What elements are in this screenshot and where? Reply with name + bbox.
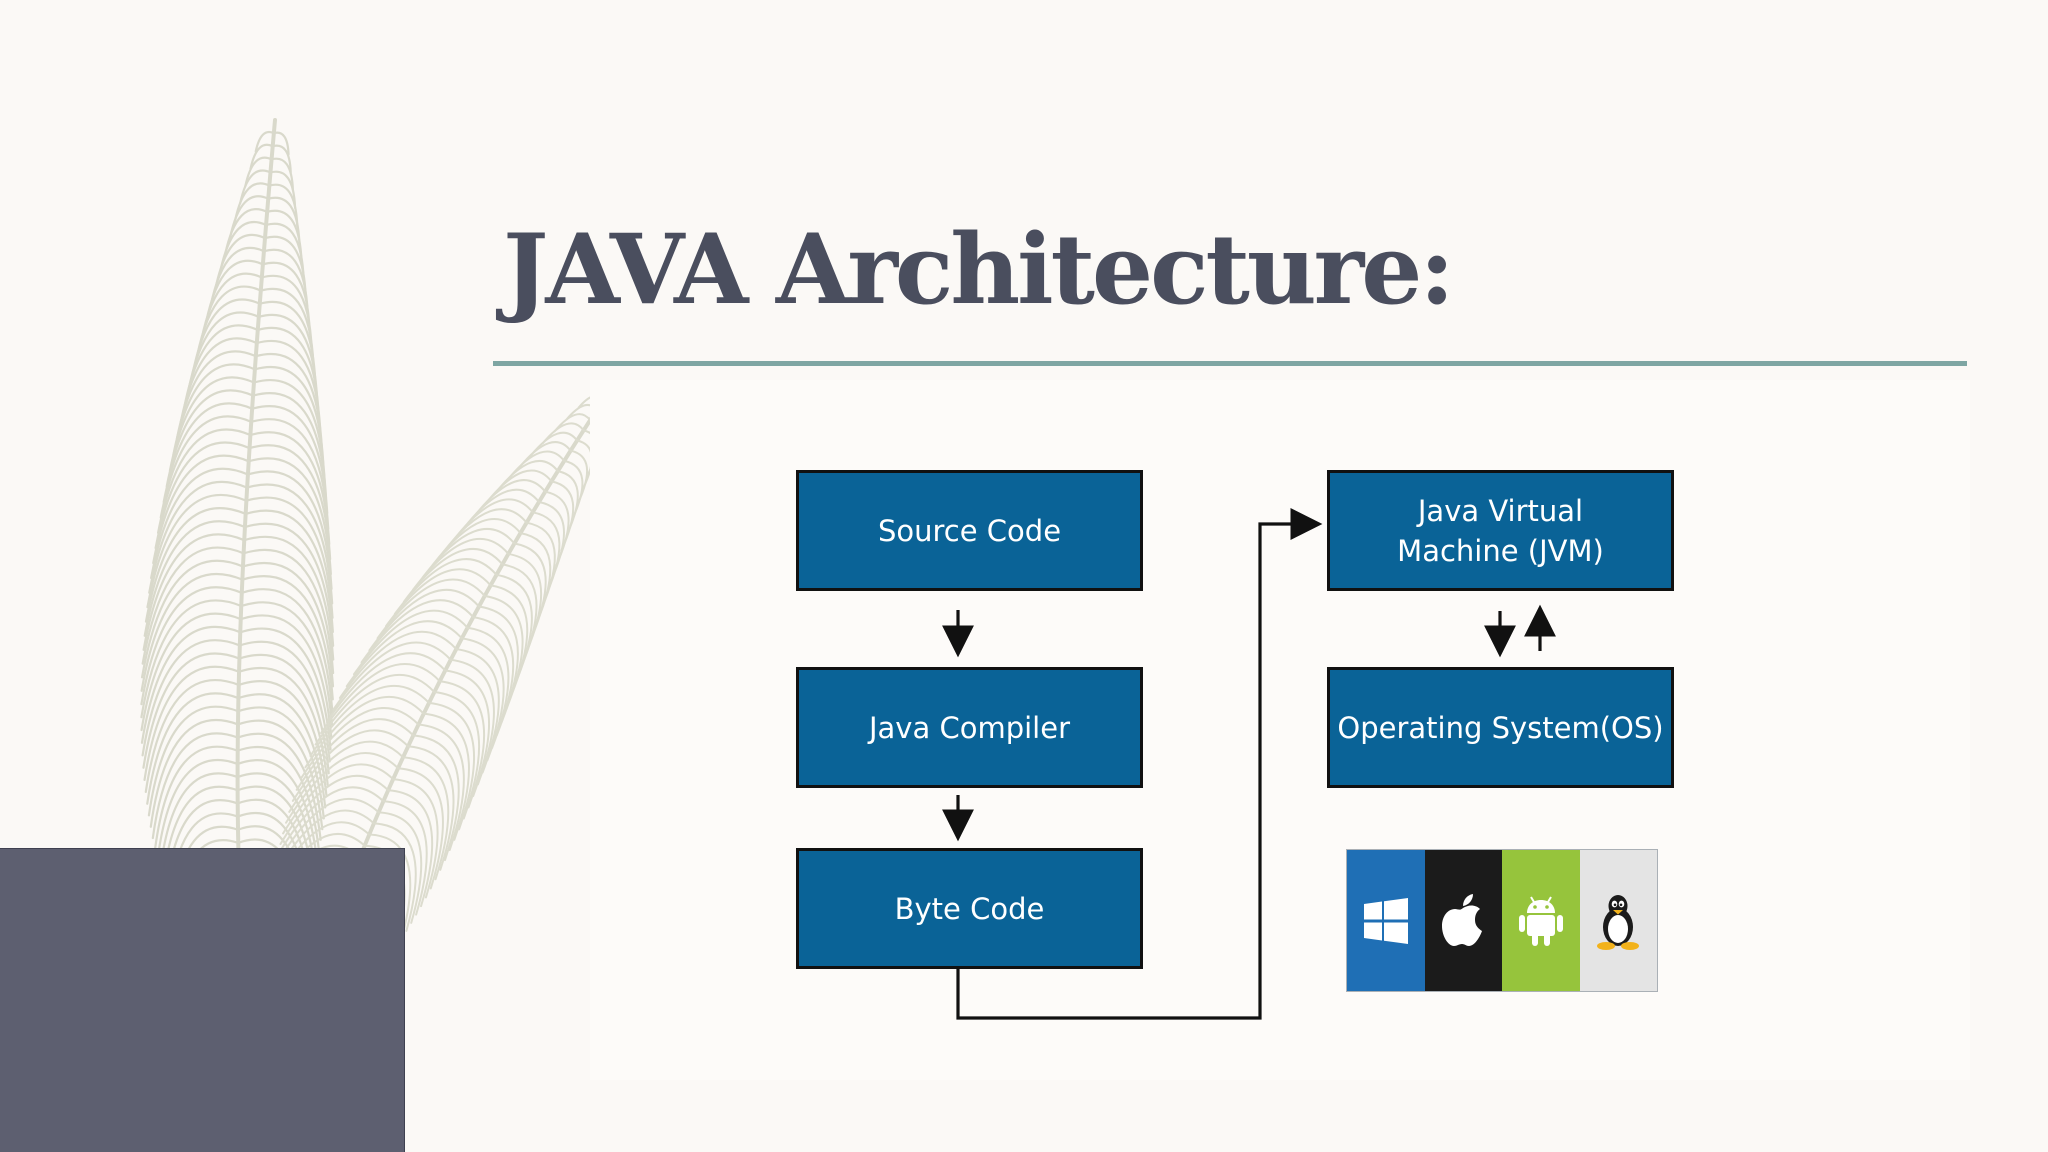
windows-icon: [1347, 850, 1425, 991]
byte-code-box: Byte Code: [796, 848, 1143, 969]
arrow-bytecode-to-jvm: [956, 508, 1323, 1020]
android-icon: [1502, 850, 1580, 991]
java-compiler-box: Java Compiler: [796, 667, 1143, 788]
apple-icon: [1424, 850, 1502, 991]
os-logos-strip: [1346, 849, 1658, 992]
jvm-box: Java Virtual Machine (JVM): [1327, 470, 1674, 591]
title-underline: [493, 361, 1967, 366]
linux-icon: [1579, 850, 1657, 991]
slide-title: JAVA Architecture:: [503, 213, 1455, 326]
operating-system-box: Operating System(OS): [1327, 667, 1674, 788]
source-code-box: Source Code: [796, 470, 1143, 591]
corner-accent-block: [0, 848, 405, 1152]
